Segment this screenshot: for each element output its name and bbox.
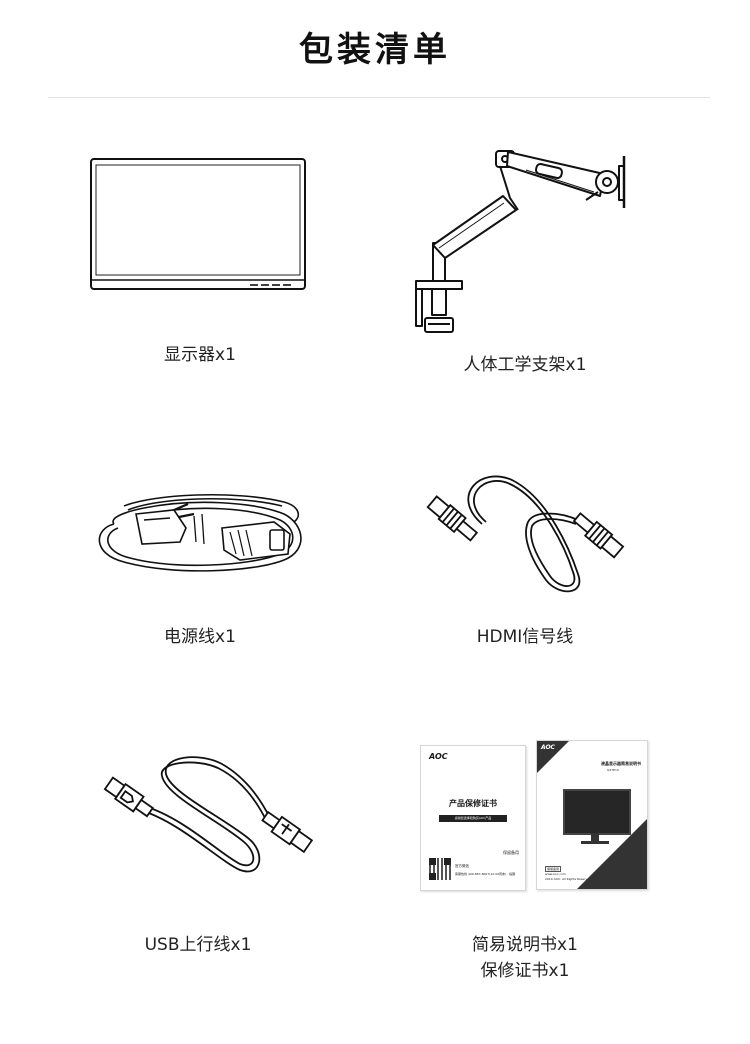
hdmi-cable-icon bbox=[420, 466, 625, 596]
caption-warranty: 保修证书x1 bbox=[480, 961, 570, 981]
warranty-brand: AOC bbox=[429, 752, 448, 761]
warranty-band: 感谢您选择和购买AOC产品 bbox=[439, 815, 507, 822]
title-divider bbox=[48, 97, 710, 98]
quick-guide-title: 液晶显示器简易说明书 bbox=[601, 761, 641, 766]
usb-cable-icon bbox=[100, 752, 315, 880]
item-caption-monitor: 显示器x1 bbox=[164, 345, 236, 365]
power-cord-icon bbox=[84, 484, 314, 584]
quick-guide-copyright: 2019 AOC. All Rights Reserved bbox=[545, 877, 592, 881]
quick-guide-brand: AOC bbox=[541, 744, 555, 751]
monitor-arm-icon bbox=[408, 148, 633, 338]
warranty-booklet: AOC 产品保修证书 感谢您选择和购买AOC产品 保留备用 官方微信 客服热线 … bbox=[420, 745, 526, 891]
warranty-tag: 保留备用 bbox=[503, 850, 519, 855]
page-title: 包装清单 bbox=[299, 30, 451, 70]
qr-code-icon bbox=[429, 858, 451, 880]
item-caption-power-cord: 电源线x1 bbox=[164, 627, 236, 647]
caption-quick-guide: 简易说明书x1 bbox=[472, 935, 578, 955]
warranty-title: 产品保修证书 bbox=[449, 799, 497, 808]
quick-guide-url: www.aoc.com bbox=[545, 872, 566, 876]
item-caption-monitor-arm: 人体工学支架x1 bbox=[463, 355, 587, 375]
warranty-footer: 客服热线 400-887-8007(12:00周末) - 提醒 bbox=[455, 872, 516, 876]
item-caption-usb-cable: USB上行线x1 bbox=[144, 935, 252, 955]
item-caption-hdmi-cable: HDMI信号线 bbox=[476, 627, 574, 647]
manuals-icon: AOC 产品保修证书 感谢您选择和购买AOC产品 保留备用 官方微信 客服热线 … bbox=[418, 740, 648, 892]
item-caption-manuals: 简易说明书x1 保修证书x1 bbox=[375, 932, 675, 984]
quick-guide-corner bbox=[537, 741, 569, 773]
quick-guide-model: Q27E1X bbox=[606, 768, 619, 772]
warranty-qr-text: 官方微信 bbox=[455, 864, 469, 868]
monitor-icon bbox=[88, 156, 310, 298]
quick-guide-booklet: AOC 液晶显示器简易说明书 Q27E1X 保留备用 www.aoc.com 2… bbox=[536, 740, 648, 890]
quick-guide-wedge bbox=[577, 819, 647, 889]
quick-guide-badge: 保留备用 bbox=[545, 866, 562, 872]
